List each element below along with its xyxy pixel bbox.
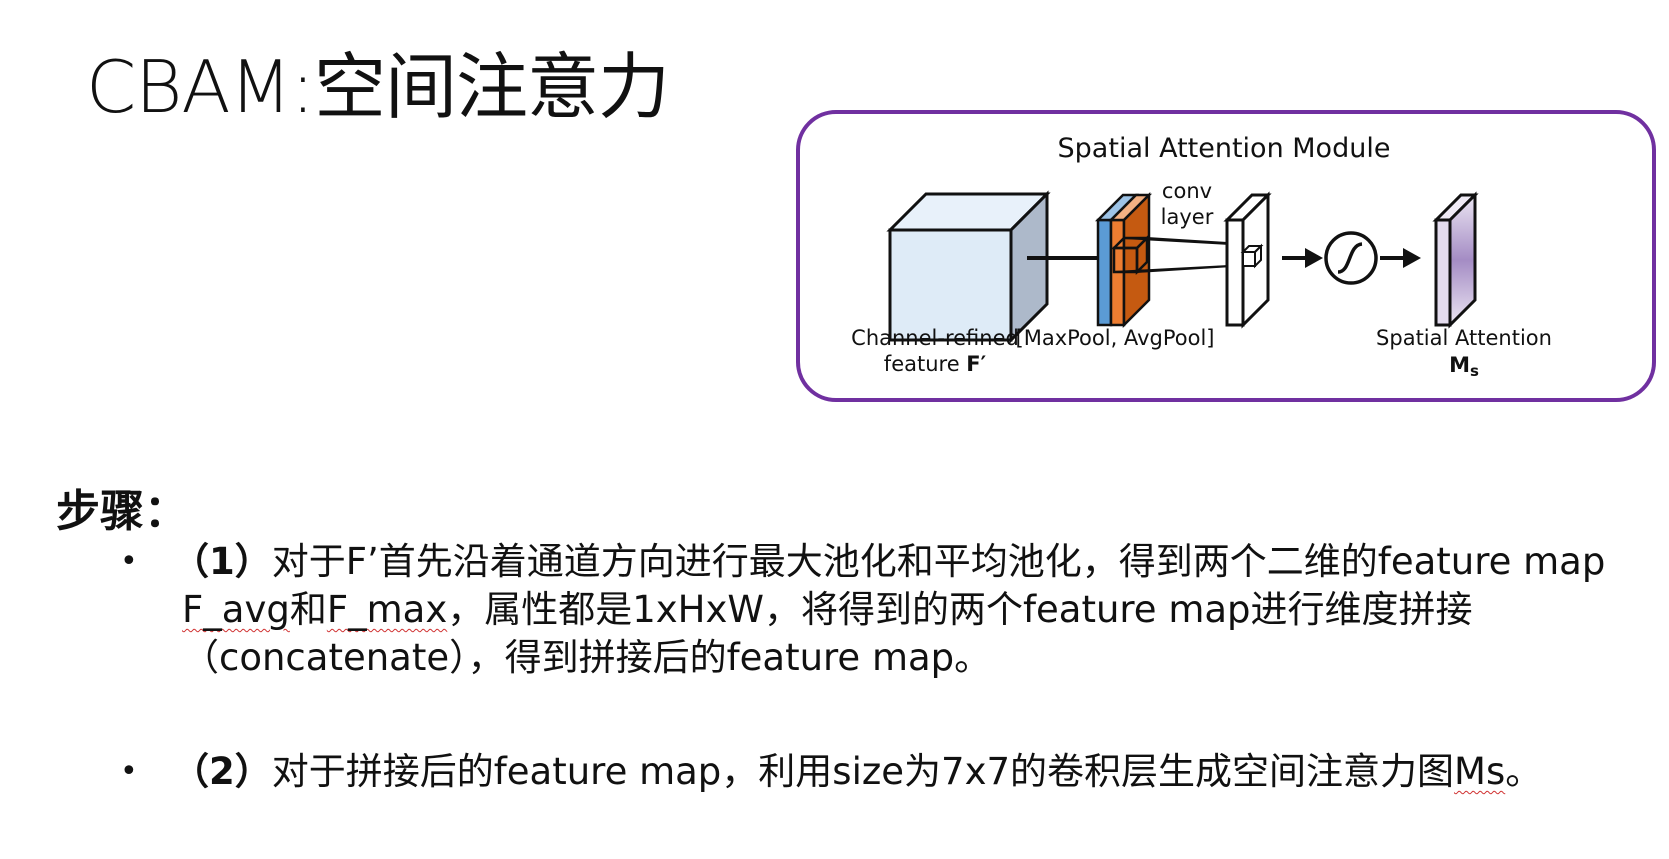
cube-front-face: [888, 228, 1013, 342]
bullet-icon: •: [120, 544, 138, 579]
output-label-line1: Spatial Attention: [1376, 326, 1552, 350]
pooled-feature-maps: [1094, 191, 1153, 329]
cube-side-face: [1009, 190, 1049, 344]
spatial-attention-diagram: Spatial Attention Module: [796, 110, 1656, 402]
step-number: （2）: [172, 750, 272, 793]
input-label-line2: feature F′: [884, 352, 987, 376]
conv-label-line1: conv: [1162, 179, 1212, 203]
diagram-canvas: Spatial Attention Module: [851, 133, 1552, 380]
sigmoid-icon: [1324, 231, 1378, 285]
steps-heading: 步骤：: [56, 486, 188, 537]
term-f-max: F_max: [326, 588, 448, 631]
spatial-attention-map: [1432, 191, 1479, 329]
step-item-1: • （1）对于F’首先沿着通道方向进行最大池化和平均池化，得到两个二维的feat…: [120, 538, 1650, 682]
conv-label-line2: layer: [1161, 205, 1214, 229]
conv-output-map: [1223, 191, 1272, 329]
input-feature-cube: [886, 190, 1051, 344]
step-item-2: • （2）对于拼接后的feature map，利用size为7x7的卷积层生成空…: [120, 748, 1650, 796]
bullet-icon: •: [120, 754, 138, 789]
maxpool-map: [1096, 218, 1113, 327]
pool-label: [MaxPool, AvgPool]: [1016, 326, 1215, 350]
step-number: （1）: [172, 540, 272, 583]
slide-title: CBAM:空间注意力: [86, 45, 670, 129]
diagram-title: Spatial Attention Module: [1058, 133, 1391, 164]
step-body-2: （2）对于拼接后的feature map，利用size为7x7的卷积层生成空间注…: [172, 750, 1543, 793]
output-label-symbol: Ms: [1449, 353, 1479, 380]
input-label-line1: Channel-refined: [851, 326, 1019, 350]
term-ms: Ms: [1454, 750, 1506, 793]
right-arrow-icon: [1282, 248, 1323, 268]
term-f-avg: F_avg: [182, 588, 290, 631]
step-body-1: （1）对于F’首先沿着通道方向进行最大池化和平均池化，得到两个二维的featur…: [172, 540, 1606, 679]
right-arrow-icon: [1380, 248, 1421, 268]
